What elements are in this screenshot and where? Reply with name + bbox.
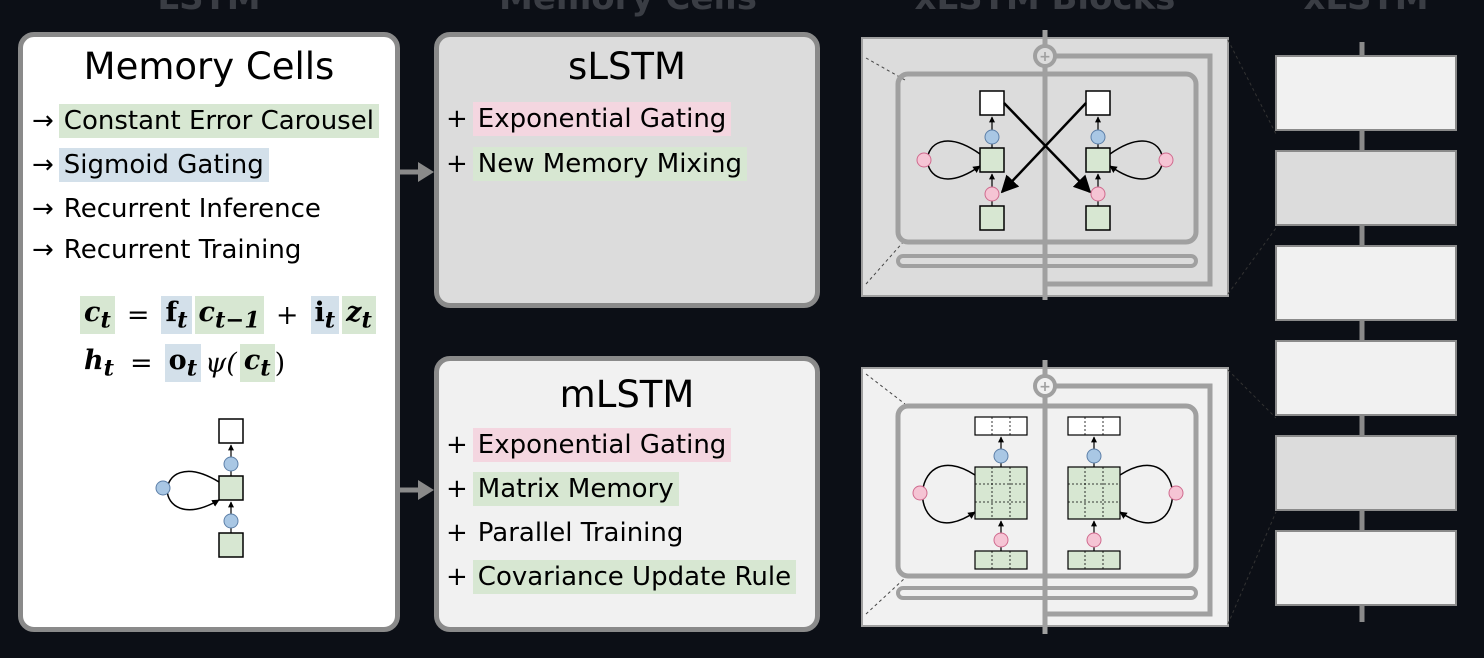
flow-arrow-icon [400,162,434,182]
slstm-panel-title: sLSTM [568,45,686,88]
gate-circle-icon [1086,448,1102,464]
cell-square-icon [1085,90,1111,116]
plus-prefix: + [446,149,468,179]
lstm-item-constant-error-carousel: → Constant Error Carousel [32,104,379,138]
residual-add-icon [1033,374,1057,398]
item-label: New Memory Mixing [472,147,748,181]
gate-circle-icon [916,152,932,168]
item-label: Matrix Memory [472,472,679,506]
eq1-prev-cell: ct−1 [194,296,264,335]
xlstm-stack-block [1275,530,1457,606]
header-memory-cells: Memory Cells [438,0,818,18]
gate-circle-icon [1158,152,1174,168]
gate-circle-icon [155,480,171,496]
mlstm-block-diagram: + [861,360,1229,634]
item-label: Exponential Gating [472,428,732,462]
gate-circle-icon [984,129,1000,145]
svg-text:+: + [1039,379,1051,395]
lstm-item-recurrent-training: → Recurrent Training [32,233,306,267]
xlstm-stack-block [1275,435,1457,511]
plus-prefix: + [446,562,468,592]
gate-circle-icon [993,448,1009,464]
svg-text:+: + [1039,49,1051,65]
mlstm-item-matrix-memory: + Matrix Memory [446,472,679,506]
header-lstm: LSTM [20,0,398,18]
flow-arrow-icon [400,480,434,500]
eq1-lhs: ct [80,296,115,335]
gate-circle-icon [1090,186,1106,202]
gate-circle-icon [984,186,1000,202]
item-label: Parallel Training [477,518,684,548]
eq2-close: ) [274,347,286,379]
eq1-plus: + [275,299,299,331]
gate-circle-icon [1086,532,1102,548]
lstm-panel-title: Memory Cells [83,45,335,88]
lstm-item-recurrent-inference: → Recurrent Inference [32,192,326,226]
slstm-item-new-memory-mixing: + New Memory Mixing [446,147,748,181]
plus-prefix: + [446,518,468,548]
cell-square-icon [1085,147,1111,173]
plus-prefix: + [446,430,468,460]
item-label: Exponential Gating [472,102,732,136]
xlstm-stack-block [1275,55,1457,131]
slstm-block-diagram: + [861,30,1229,300]
residual-add-icon [1033,44,1057,68]
gate-circle-icon [1168,485,1184,501]
cell-square-icon [1085,205,1111,231]
arrow-prefix: → [32,106,54,136]
equation-hidden-state: ht = ot ψ( ct ) [80,344,286,383]
mlstm-item-exponential-gating: + Exponential Gating [446,428,732,462]
equation-cell-state: ct = ft ct−1 + it zt [80,296,376,335]
plus-prefix: + [446,474,468,504]
cell-square-icon [979,147,1005,173]
item-label: Recurrent Training [63,235,302,265]
lstm-cell-diagram [155,418,244,558]
xlstm-stack-block [1275,245,1457,321]
eq1-forget-gate: ft [161,296,192,335]
gate-circle-icon [912,485,928,501]
cell-square-icon [979,205,1005,231]
slstm-item-exponential-gating: + Exponential Gating [446,102,732,136]
eq2-lhs: ht [84,345,115,382]
plus-prefix: + [446,104,468,134]
item-label: Sigmoid Gating [58,148,269,182]
gate-circle-icon [1090,129,1106,145]
arrow-prefix: → [32,194,54,224]
eq1-cell-input: zt [342,296,376,335]
mlstm-panel-title: mLSTM [559,373,695,416]
cell-square-icon [218,475,244,501]
eq2-output-gate: ot [164,344,202,383]
mlstm-item-parallel-training: + Parallel Training [446,516,688,550]
item-label: Recurrent Inference [63,194,321,224]
lstm-item-sigmoid-gating: → Sigmoid Gating [32,148,269,182]
xlstm-stack-block [1275,150,1457,226]
eq2-equals: = [130,347,153,379]
eq1-equals: = [126,299,150,331]
xlstm-stack-diagram [1227,39,1457,625]
eq2-psi: ψ( [205,347,237,379]
item-label: Constant Error Carousel [58,104,379,138]
eq2-cell: ct [239,344,275,383]
item-label: Covariance Update Rule [472,560,797,594]
arrow-prefix: → [32,150,54,180]
gate-circle-icon [223,513,239,529]
arrow-prefix: → [32,235,54,265]
cell-square-icon [979,90,1005,116]
gate-circle-icon [993,532,1009,548]
header-xlstm-blocks: xLSTM Blocks [862,0,1228,18]
gate-circle-icon [223,456,239,472]
cell-square-icon [218,418,244,444]
mlstm-item-covariance-update-rule: + Covariance Update Rule [446,560,797,594]
eq1-input-gate: it [310,296,340,335]
header-xlstm: xLSTM [1268,0,1464,18]
xlstm-stack-block [1275,340,1457,416]
cell-square-icon [218,532,244,558]
